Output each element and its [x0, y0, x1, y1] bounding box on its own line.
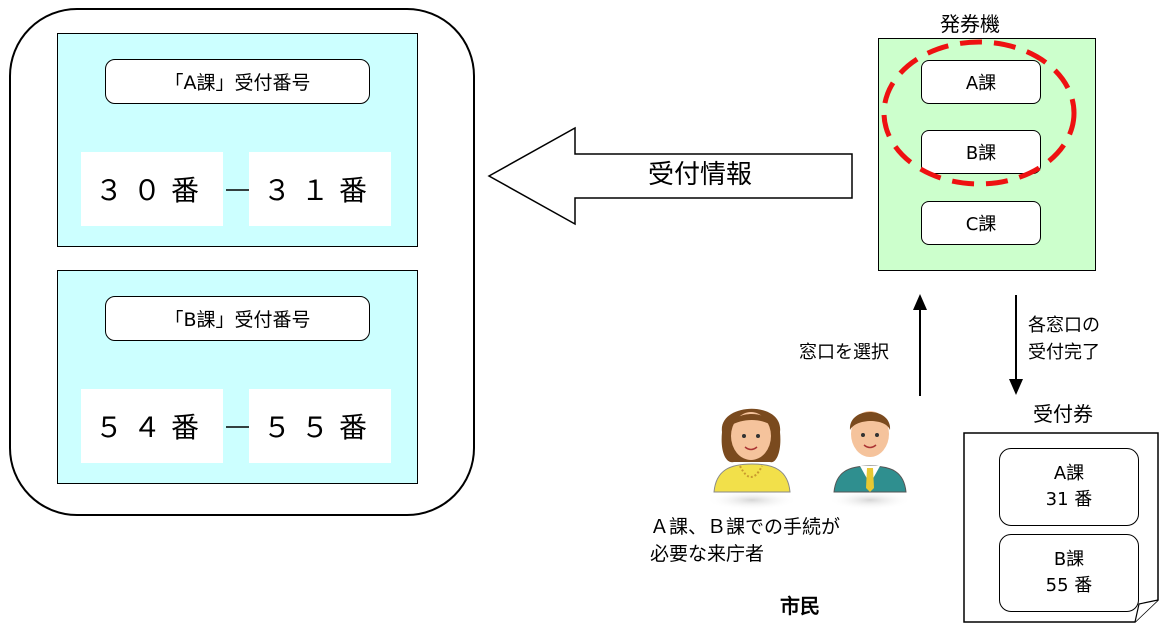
reception-complete-line1: 各窓口の	[1028, 315, 1100, 336]
woman-icon	[713, 408, 791, 493]
ticket-item-dept: B課	[1053, 549, 1085, 570]
ticket-item-a: A課 31 番	[999, 448, 1139, 526]
reception-ticket: A課 31 番 B課 55 番	[963, 432, 1159, 623]
section-b-reception: 「B課」受付番号 ５４番 ５５番	[57, 270, 418, 484]
reception-info-label: 受付情報	[647, 159, 752, 190]
man-icon	[833, 411, 907, 493]
ticket-machine-title: 発券機	[940, 12, 1000, 36]
visitors-description-line1: Ａ課、Ｂ課での手続が	[650, 516, 841, 538]
ticket-item-number: 55 番	[1045, 575, 1093, 596]
citizen-label: 市民	[780, 594, 820, 618]
arrow-up-icon	[913, 294, 927, 396]
reception-complete-line2: 受付完了	[1028, 342, 1100, 363]
ticket-item-b: B課 55 番	[999, 534, 1139, 612]
ticket-title: 受付券	[1033, 402, 1093, 426]
reception-complete-label: 各窓口の 受付完了	[1028, 312, 1148, 368]
arrow-down-icon	[1009, 295, 1023, 395]
section-a-reception: 「A課」受付番号 ３０番 ３１番	[57, 33, 418, 247]
section-b-title: 「B課」受付番号	[105, 296, 370, 341]
citizens-illustration	[706, 408, 912, 510]
selection-highlight	[881, 39, 1077, 187]
ticket-item-number: 31 番	[1045, 489, 1093, 510]
visitors-description-line2: 必要な来庁者	[650, 543, 765, 565]
section-a-title: 「A課」受付番号	[105, 59, 370, 104]
select-window-label: 窓口を選択	[799, 342, 889, 363]
machine-button-a: A課	[921, 60, 1041, 104]
visitors-description: Ａ課、Ｂ課での手続が 必要な来庁者	[650, 514, 890, 570]
section-b-current-number: ５４番	[81, 389, 223, 463]
section-a-next-number: ３１番	[249, 152, 391, 226]
machine-button-c: C課	[921, 201, 1041, 245]
section-b-next-number: ５５番	[249, 389, 391, 463]
section-a-current-number: ３０番	[81, 152, 223, 226]
reception-info-arrow	[487, 126, 853, 226]
machine-button-b: B課	[921, 130, 1041, 174]
ticket-item-dept: A課	[1053, 463, 1085, 484]
